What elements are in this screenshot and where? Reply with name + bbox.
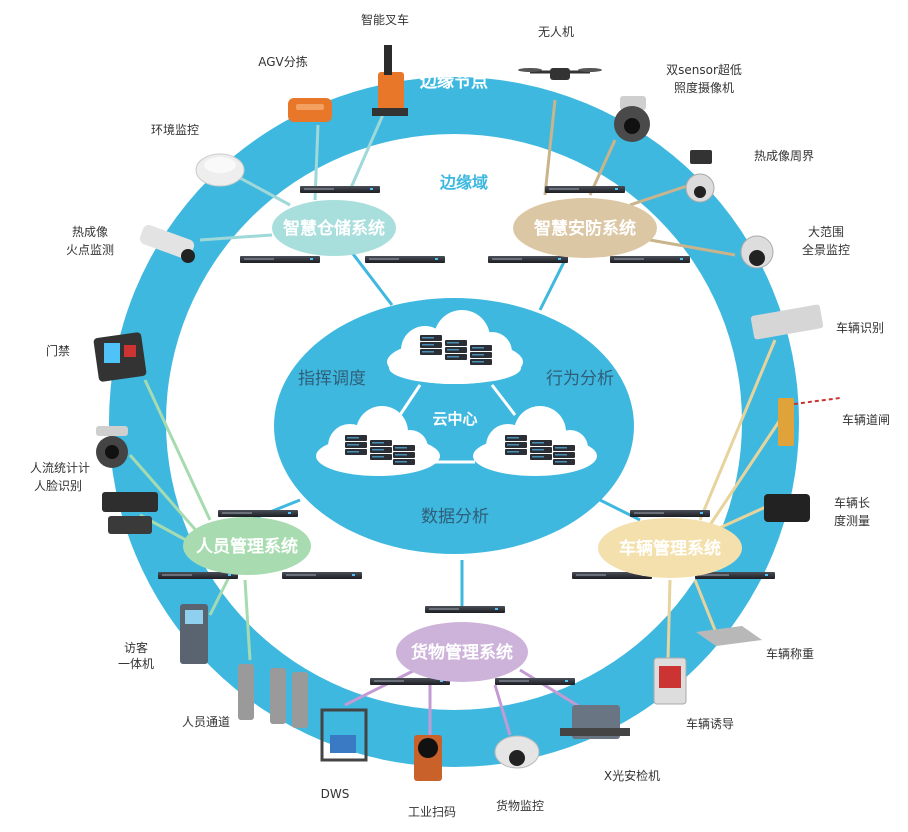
forklift-icon — [372, 45, 408, 116]
passage-gate-icon — [238, 664, 308, 728]
measure-label-1: 车辆长 — [834, 495, 870, 510]
dws-label: DWS — [321, 787, 350, 801]
warehouse-system-node[interactable] — [272, 200, 396, 256]
flow-label-1: 人流统计计 — [30, 461, 90, 475]
thermal-fire-camera-icon — [139, 225, 195, 263]
visitor-label-2: 一体机 — [118, 657, 154, 671]
thermal-perimeter-label: 热成像周界 — [754, 149, 814, 163]
weigh-label: 车辆称重 — [766, 646, 814, 661]
passage-label: 人员通道 — [182, 715, 230, 729]
dual-sensor-label-2: 照度摄像机 — [674, 80, 734, 95]
xray-scanner-icon — [560, 705, 630, 739]
plate-camera-icon — [750, 304, 824, 340]
flow-label-2: 人脸识别 — [34, 479, 82, 493]
dws-icon — [320, 708, 368, 762]
gate-label: 车辆道闸 — [842, 412, 890, 427]
scanner-icon — [414, 735, 442, 781]
cargo-camera-icon — [494, 735, 540, 769]
security-system-label: 智慧安防系统 — [534, 218, 636, 239]
dual-sensor-camera-icon — [614, 96, 650, 142]
thermal-fire-label-2: 火点监测 — [66, 243, 114, 257]
warehouse-system-label: 智慧仓储系统 — [283, 218, 385, 239]
edge-node-label: 边缘节点 — [419, 71, 488, 92]
weighbridge-icon — [696, 626, 762, 646]
barrier-gate-icon — [778, 397, 841, 446]
cargo-system-label: 货物管理系统 — [411, 642, 513, 663]
thermal-fire-label-1: 热成像 — [72, 225, 108, 239]
thermal-perimeter-icon — [685, 150, 715, 203]
guide-label: 车辆诱导 — [686, 716, 734, 731]
cargo-system-node[interactable] — [396, 622, 528, 682]
dual-sensor-label-1: 双sensor超低 — [666, 62, 742, 77]
scanner-label: 工业扫码 — [408, 805, 456, 819]
measure-label-2: 度测量 — [834, 513, 870, 528]
device-links — [128, 99, 782, 736]
vehicle-guide-icon — [653, 657, 687, 705]
vehicle-system-label: 车辆管理系统 — [619, 538, 721, 559]
security-system-node[interactable] — [513, 198, 657, 258]
drone-icon — [518, 68, 602, 80]
env-label: 环境监控 — [151, 122, 199, 137]
cargo-monitor-label: 货物监控 — [496, 798, 544, 813]
forklift-label: 智能叉车 — [361, 12, 409, 27]
env-monitor-icon — [195, 153, 245, 187]
agv-label: AGV分拣 — [258, 54, 308, 69]
people-flow-camera-icon — [96, 426, 128, 468]
edge-domain-label: 边缘域 — [439, 173, 488, 192]
data-analysis-label: 数据分析 — [421, 507, 489, 527]
face-recognition-icon — [102, 492, 158, 534]
personnel-system-node[interactable] — [183, 517, 311, 575]
cloud-links — [398, 384, 517, 464]
cloud-center-label: 云中心 — [432, 410, 477, 428]
panorama-label-2: 全景监控 — [802, 242, 850, 257]
dispatch-label: 指挥调度 — [298, 369, 366, 389]
visitor-kiosk-icon — [180, 604, 208, 664]
cloud-center — [274, 298, 634, 554]
xray-label: X光安检机 — [604, 768, 660, 783]
panorama-label-1: 大范围 — [808, 225, 844, 239]
visitor-label-1: 访客 — [124, 640, 148, 655]
behavior-label: 行为分析 — [546, 369, 614, 389]
panorama-camera-icon — [740, 235, 774, 269]
device-icons — [93, 45, 841, 781]
length-measure-icon — [764, 494, 810, 522]
plate-label: 车辆识别 — [836, 320, 884, 335]
door-access-icon — [93, 332, 147, 382]
personnel-system-label: 人员管理系统 — [196, 536, 298, 557]
drone-label: 无人机 — [538, 25, 574, 39]
agv-icon — [288, 98, 332, 122]
vehicle-system-node[interactable] — [598, 518, 742, 578]
door-label: 门禁 — [46, 343, 70, 358]
